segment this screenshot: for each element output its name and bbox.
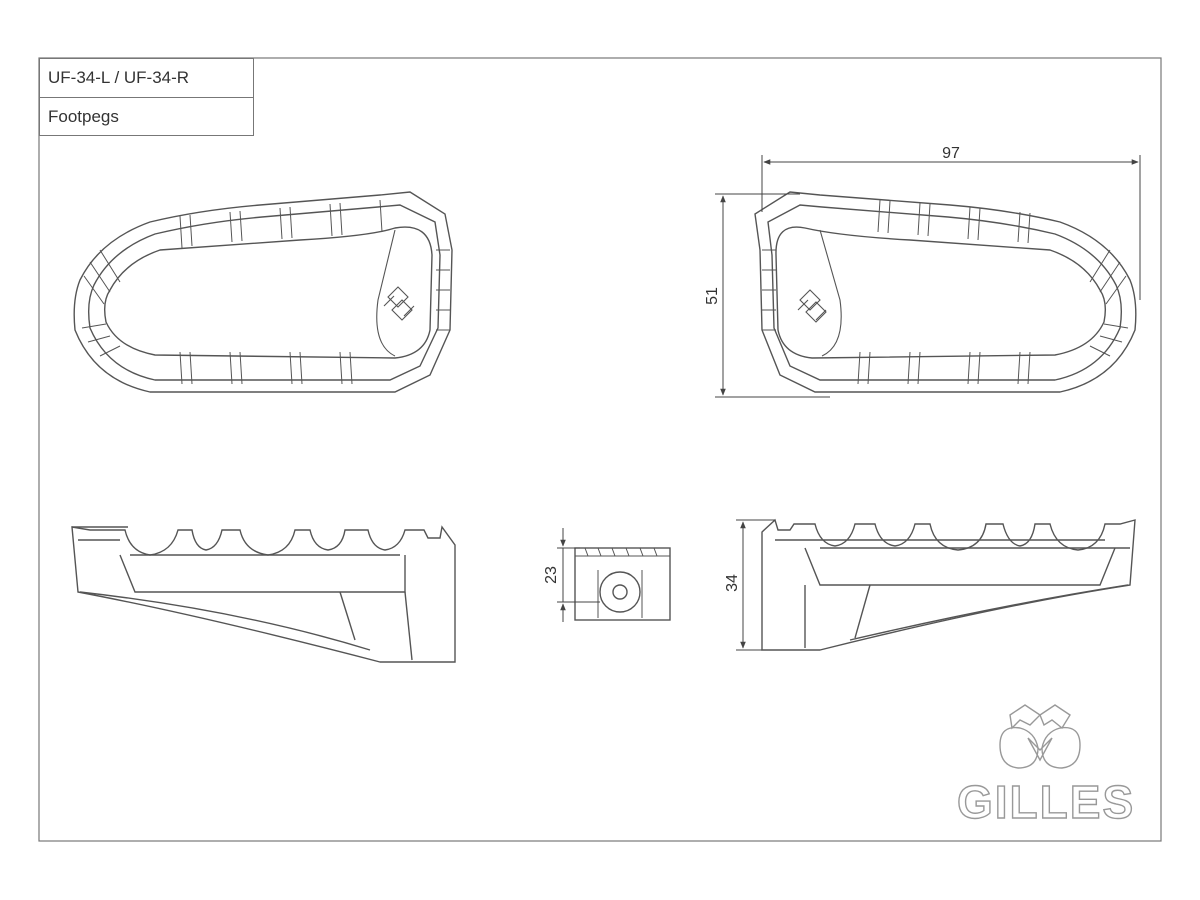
dimension-length (761, 155, 1141, 300)
title-block: UF-34-L / UF-34-R Footpegs (39, 58, 254, 136)
side-view-left-peg (71, 525, 456, 663)
dimension-width-label: 51 (704, 287, 721, 305)
top-view-left-peg (73, 191, 453, 393)
dimension-height (736, 519, 775, 651)
dimension-width (715, 193, 830, 398)
dimension-height-label: 34 (724, 574, 741, 592)
sheet-border (38, 57, 1162, 842)
emblem-icon (383, 286, 415, 321)
front-view-peg (574, 547, 671, 621)
emblem-icon (797, 289, 827, 323)
gilles-logo-icon (999, 704, 1081, 769)
dimension-length-label: 97 (942, 145, 960, 162)
part-number: UF-34-L / UF-34-R (48, 68, 190, 87)
dimension-thickness (557, 528, 600, 622)
top-view-right-peg (754, 191, 1137, 393)
part-description: Footpegs (40, 97, 253, 135)
dimension-thickness-label: 23 (543, 566, 560, 584)
side-view-right-peg (761, 518, 1136, 651)
brand-wordmark: GILLES (956, 775, 1136, 828)
